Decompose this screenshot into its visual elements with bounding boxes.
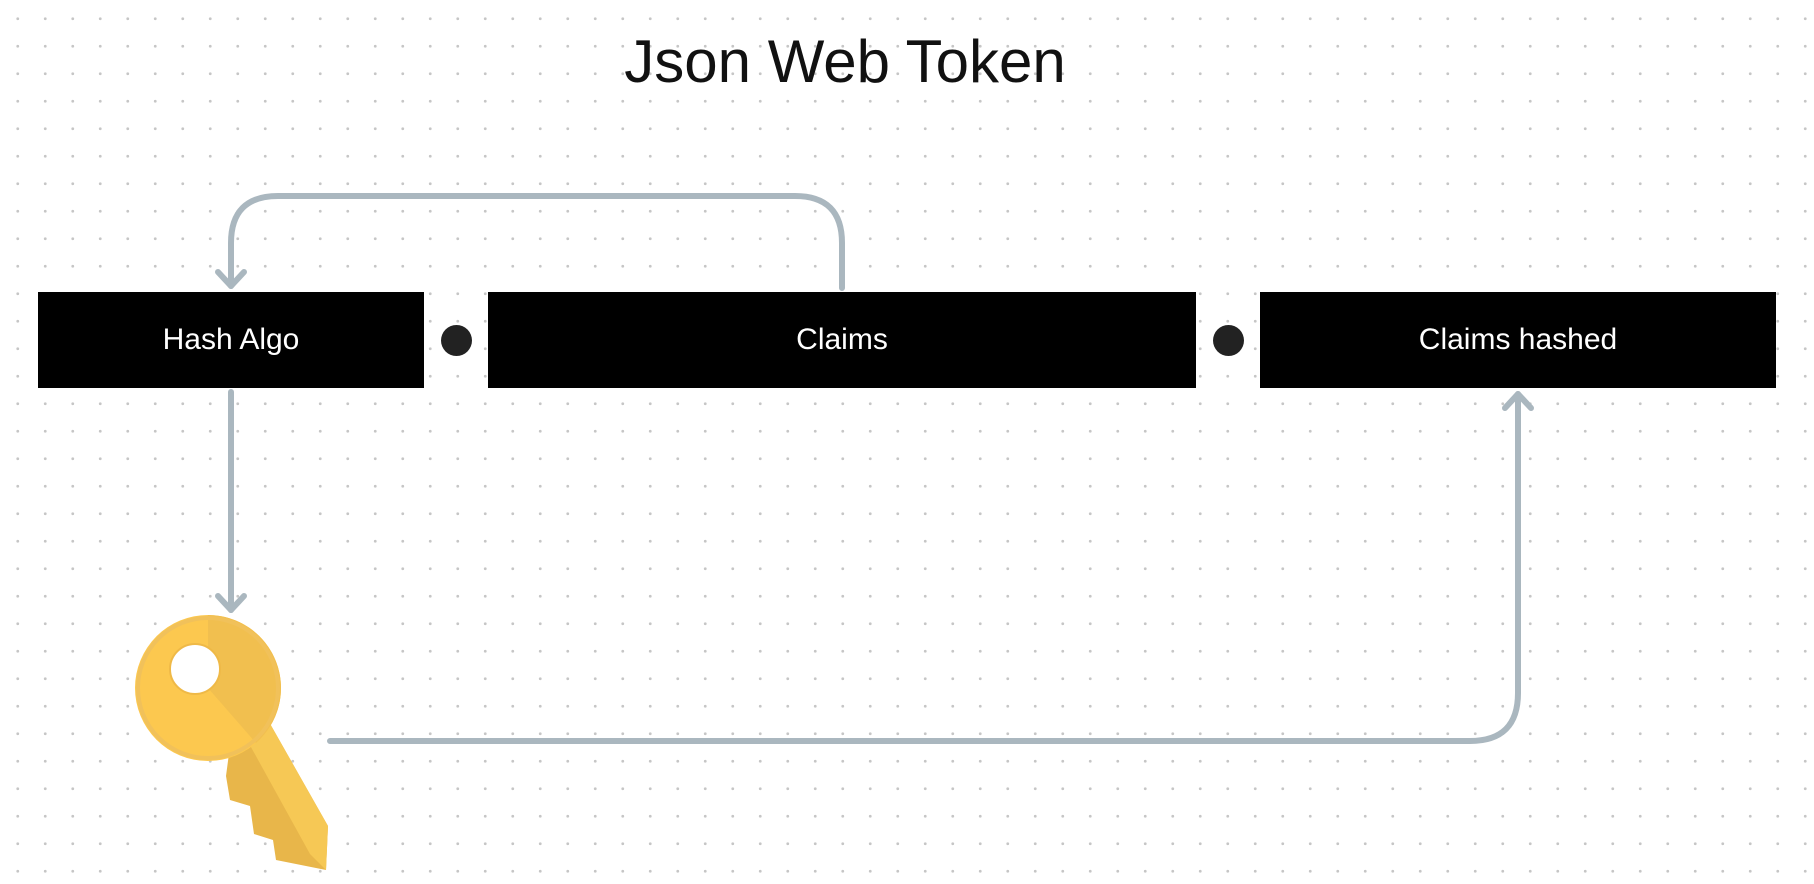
arrowhead-claims-hashed [1502,391,1534,411]
segment-claims: Claims [488,292,1196,388]
segment-label: Claims hashed [1418,323,1618,356]
segment-label: Hash Algo [162,323,300,356]
arrow-key-to-claims-hashed [327,391,1521,744]
key-hole [170,644,220,694]
key-icon [135,615,328,870]
dot-icon [441,325,472,356]
key-shaft-highlight [246,706,328,870]
arrow-claims-to-hash-algo [228,193,845,291]
segment-hash-algo: Hash Algo [38,292,424,388]
segment-label: Claims [796,323,888,356]
arrowhead-key [215,593,247,613]
segment-claims-hashed: Claims hashed [1260,292,1776,388]
arrowhead-hash-algo-top [215,269,247,289]
diagram-title: Json Web Token [624,28,1066,95]
dot-icon [1213,325,1244,356]
